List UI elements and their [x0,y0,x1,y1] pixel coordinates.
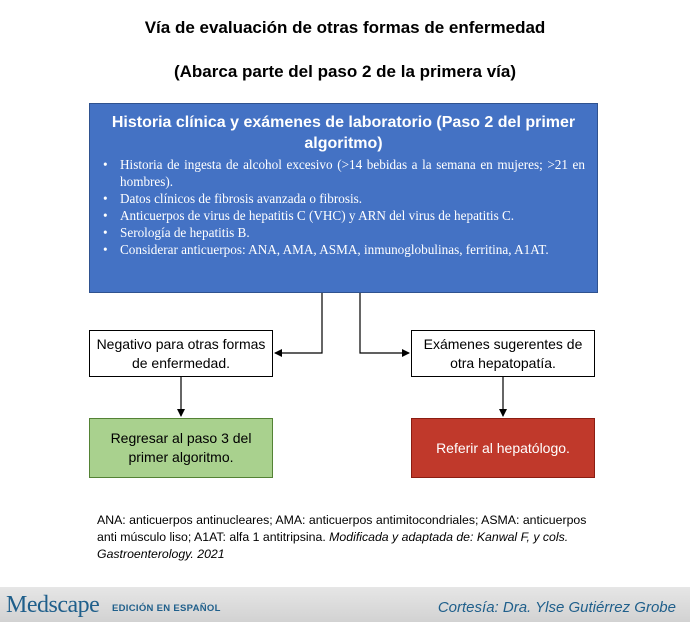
main-box: Historia clínica y exámenes de laborator… [89,103,598,293]
diagram-subtitle: (Abarca parte del paso 2 de la primera v… [173,62,517,81]
arrow-to-negative [274,293,323,357]
diagram-title: Vía de evaluación de otras formas de enf… [144,18,546,37]
footnote-abbreviations: ANA: anticuerpos antinucleares; AMA: ant… [97,513,587,544]
bullet-item: • Anticuerpos de virus de hepatitis C (VH… [103,207,585,224]
bullet-icon: • [103,225,108,240]
bullet-text: Considerar anticuerpos: ANA, AMA, ASMA, … [120,242,549,257]
bullet-icon: • [103,208,108,223]
footnote: ANA: anticuerpos antinucleares; AMA: ant… [97,512,597,563]
bullet-icon: • [103,191,108,206]
suggestive-box: Exámenes sugerentes de otra hepatopatía. [411,330,595,377]
referral-text: Referir al hepatólogo. [436,439,570,456]
credit-text: Cortesía: Dra. Ylse Gutiérrez Grobe [437,599,676,616]
bullet-icon: • [103,157,108,172]
footer-band [0,587,690,622]
bullet-text: Historia de ingesta de alcohol excesivo … [120,157,585,189]
medscape-edition-label: EDICIÓN EN ESPAÑOL [112,603,221,614]
medscape-logo: Medscape [6,592,100,618]
bullet-text: Anticuerpos de virus de hepatitis C (VHC… [120,208,515,223]
footnote-source: Modificada y adaptada de: Kanwal F, y co… [97,530,569,561]
bullet-icon: • [103,242,108,257]
bullet-text: Datos clínicos de fibrosis avanzada o fi… [120,191,363,206]
negative-box-text: Negativo para otras formas de enfermedad… [96,335,266,371]
negative-box: Negativo para otras formas de enfermedad… [89,330,273,377]
suggestive-box-text: Exámenes sugerentes de otra hepatopatía. [423,335,583,371]
main-box-heading: Historia clínica y exámenes de laborator… [111,114,576,152]
return-step-text: Regresar al paso 3 del primer algoritmo. [110,430,252,465]
bullet-item: • Datos clínicos de fibrosis avanzada o f… [103,190,585,207]
return-step-box: Regresar al paso 3 del primer algoritmo. [89,418,273,478]
bullet-text: Serología de hepatitis B. [120,225,250,240]
bullet-item: • Historia de ingesta de alcohol excesivo… [103,156,585,190]
referral-box: Referir al hepatólogo. [411,418,595,478]
bullet-item: • Considerar anticuerpos: ANA, AMA, ASMA,… [103,241,585,258]
bullet-item: • Serología de hepatitis B. [103,224,585,241]
main-box-bullet-list: • Historia de ingesta de alcohol excesivo… [102,156,585,258]
arrow-to-suggestive [359,293,410,357]
